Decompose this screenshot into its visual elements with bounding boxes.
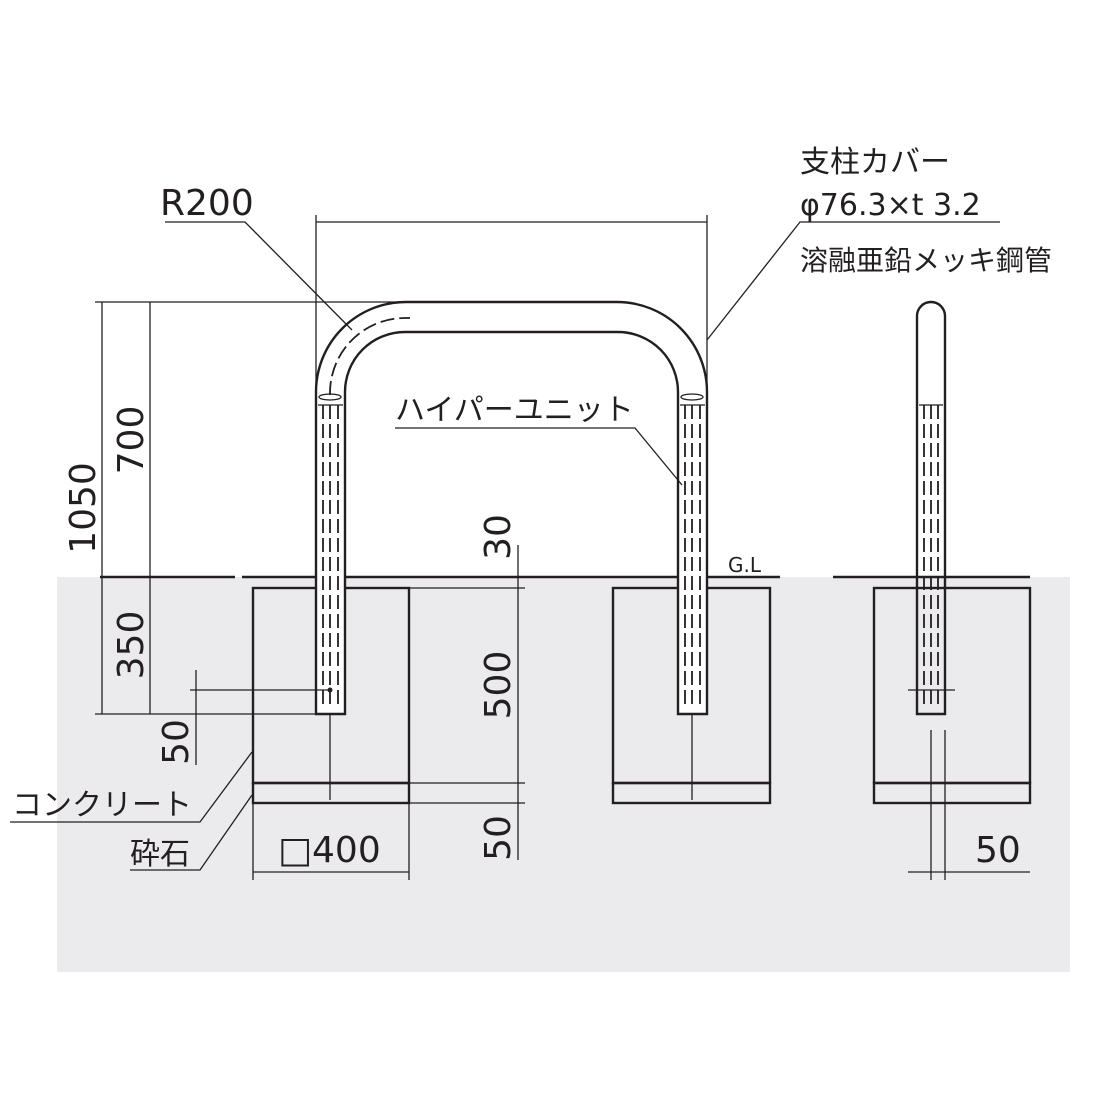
dim-700: 700	[111, 406, 152, 475]
concrete-block-right	[872, 586, 1032, 805]
dim-30: 30	[478, 514, 519, 560]
dim-500: 500	[478, 651, 519, 720]
dim-50-right: 50	[975, 830, 1021, 871]
concrete-label: コンクリート	[12, 788, 192, 823]
dim-350: 350	[111, 611, 152, 680]
bollard-front	[314, 300, 709, 716]
ground-line-label: G.L	[728, 553, 762, 577]
leader-lines	[10, 221, 1000, 871]
cover-material: 溶融亜鉛メッキ鋼管	[800, 244, 1052, 277]
dim-50-gravel: 50	[478, 815, 519, 861]
cover-title: 支柱カバー	[800, 145, 950, 180]
dim-50-left: 50	[156, 719, 197, 765]
dim-1050: 1050	[63, 462, 104, 554]
block-size-label: □400	[278, 830, 381, 871]
ground-area	[57, 577, 1070, 972]
radius-label: R200	[160, 183, 254, 224]
gravel-label: 砕石	[130, 837, 190, 872]
dimension-lines	[95, 215, 1030, 880]
hyper-unit-left	[318, 404, 343, 705]
bollard-side	[908, 300, 955, 716]
hyper-unit-label: ハイパーユニット	[395, 393, 634, 428]
hyper-unit-right	[680, 404, 705, 705]
cover-spec: φ76.3×t 3.2	[800, 188, 981, 223]
